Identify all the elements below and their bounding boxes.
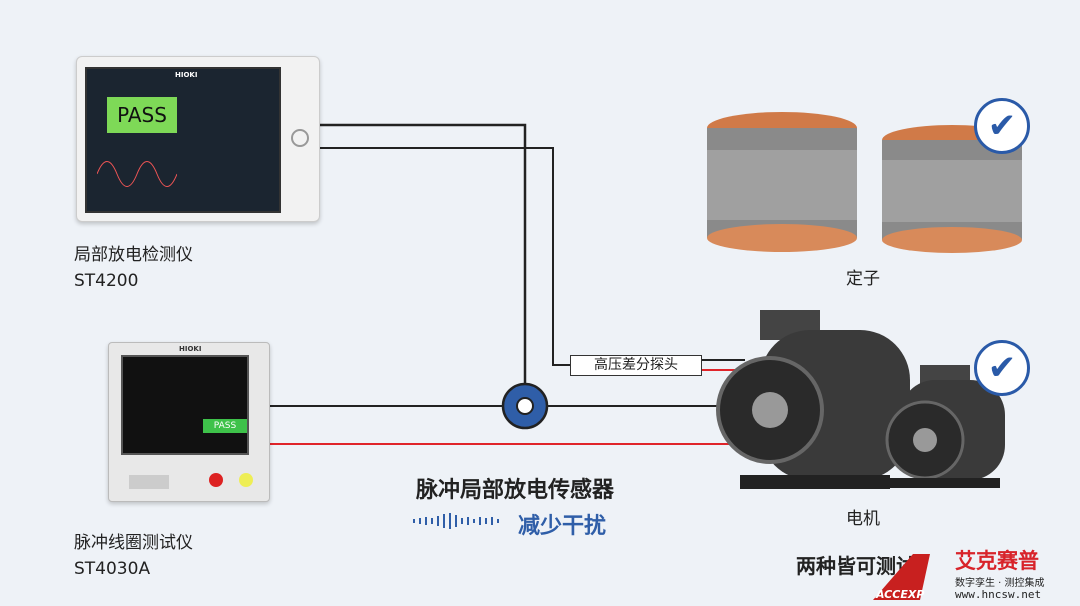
st4200-label: 局部放电检测仪 ST4200 [74, 245, 193, 291]
wire-st4200-sensor [318, 123, 527, 390]
knob [291, 129, 309, 147]
watermark-brand: 艾克赛普 [955, 549, 1039, 573]
stator-image-1 [707, 112, 857, 252]
svg-text:ACCEXP: ACCEXP [875, 588, 924, 601]
motor-label: 电机 [846, 509, 880, 529]
motor-image-small [880, 365, 1005, 488]
st4030a-label: 脉冲线圈测试仪 ST4030A [74, 533, 193, 579]
probe-label: 高压差分探头 [570, 355, 702, 376]
watermark-logo: ACCEXP [868, 552, 948, 602]
check-icon: ✔ [974, 98, 1030, 154]
st4030a-device-image: HIOKI PASS [108, 342, 270, 502]
watermark-url: www.hncsw.net [955, 588, 1042, 601]
pass-indicator: PASS [107, 97, 177, 133]
brand-logo: HIOKI [175, 71, 198, 79]
stator-label: 定子 [846, 269, 880, 289]
check-icon: ✔ [974, 340, 1030, 396]
pass-indicator: PASS [203, 419, 247, 433]
wire-st4200-probe [318, 147, 570, 366]
sensor-title: 脉冲局部放电传感器 [416, 478, 615, 503]
brand-logo: HIOKI [179, 345, 202, 353]
sensor-subtitle: 减少干扰 [518, 514, 607, 539]
st4200-device-image: HIOKI PASS [76, 56, 320, 222]
st4030a-screen: PASS [121, 355, 249, 455]
watermark-tagline: 数字孪生 · 测控集成 [955, 578, 1045, 589]
waveform-icon [413, 513, 499, 529]
st4200-screen: HIOKI PASS [85, 67, 281, 213]
motor-image-large [716, 310, 910, 489]
